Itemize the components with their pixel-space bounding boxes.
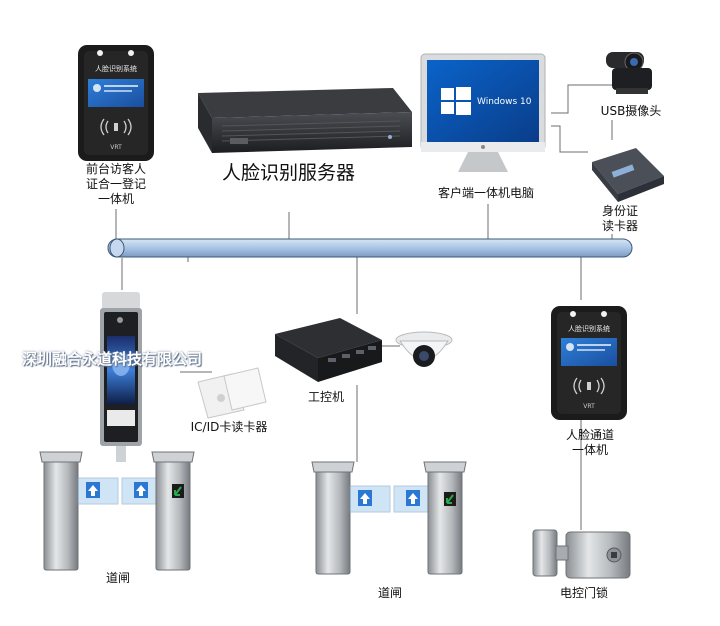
usb-camera [606, 52, 652, 94]
dome-camera [395, 331, 453, 367]
channel-terminal-brand: VRT [583, 403, 595, 410]
industrial-pc-label: 工控机 [307, 390, 344, 404]
company-watermark: 深圳融合永道科技有限公司 [22, 350, 203, 368]
face-pillar [100, 292, 142, 462]
windows-label: Windows 10 [477, 97, 532, 107]
face-channel-terminal [551, 306, 627, 420]
client-pc: Windows 10 [420, 53, 546, 172]
gate-middle-label: 道闸 [377, 586, 402, 600]
swing-gate-left [39, 451, 195, 571]
face-terminal-label: 人脸通道 一体机 [565, 428, 614, 457]
electric-door-lock [532, 529, 631, 579]
swing-gate-middle [311, 461, 467, 575]
id-reader-label: 身份证 读卡器 [601, 204, 638, 233]
channel-terminal-screen-title: 人脸识别系统 [568, 325, 610, 333]
ic-reader-label: IC/ID卡读卡器 [190, 420, 268, 434]
door-lock-label: 电控门锁 [559, 586, 608, 600]
network-bus [107, 238, 633, 258]
front-terminal-brand: VRT [110, 144, 122, 151]
client-pc-label: 客户端一体机电脑 [437, 186, 534, 200]
gate-left-label: 道闸 [105, 571, 130, 585]
id-card-reader [592, 148, 664, 202]
front-desk-terminal-label: 前台访客人 证合一登记 一体机 [85, 162, 146, 206]
front-desk-terminal [78, 45, 154, 161]
industrial-pc [275, 318, 382, 382]
usb-camera-label: USB摄像头 [600, 104, 662, 118]
face-server [198, 88, 412, 153]
front-terminal-screen-title: 人脸识别系统 [95, 65, 137, 73]
connection-lines [115, 84, 622, 530]
server-label: 人脸识别服务器 [222, 162, 356, 184]
ic-card-reader [197, 367, 267, 419]
